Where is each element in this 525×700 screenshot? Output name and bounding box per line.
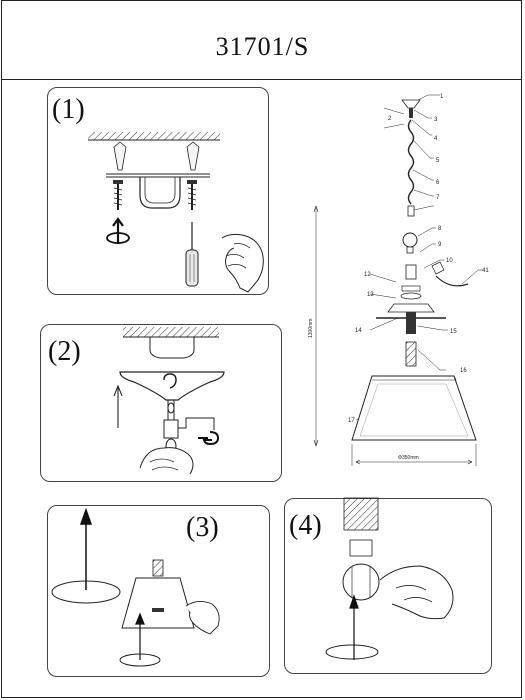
part-number-12: 12	[364, 272, 371, 278]
part-number-10: 10	[446, 258, 453, 264]
step-4-panel	[284, 498, 492, 674]
step-1-ceiling-drawing	[88, 132, 264, 293]
part-number-41: 41	[482, 268, 489, 274]
lamp-shade	[121, 577, 195, 629]
part-number-16: 16	[460, 368, 467, 374]
part-number-14: 14	[355, 328, 362, 334]
up-arrow	[113, 384, 123, 428]
wall-plug-right	[186, 141, 200, 171]
socket-ring	[405, 264, 417, 280]
up-arrow	[349, 594, 359, 660]
hand-icon	[185, 601, 220, 635]
bulb	[402, 232, 418, 248]
hand-icon	[379, 565, 454, 620]
step-4-bulb-drawing	[325, 497, 454, 660]
nut-rotate-icon	[198, 431, 220, 446]
step-4-label: (4)	[289, 510, 322, 541]
part-number-15: 15	[450, 329, 457, 335]
exploded-view	[313, 94, 482, 466]
wire	[435, 275, 469, 287]
part-number-3: 3	[434, 117, 438, 123]
hand-icon	[221, 233, 264, 293]
part-number-8: 8	[438, 226, 442, 232]
lamp-shade	[351, 375, 477, 441]
part-number-4: 4	[434, 136, 438, 142]
up-arrow	[79, 507, 93, 590]
part-number-9: 9	[438, 242, 442, 248]
height-dimension: 1300mm	[308, 319, 314, 338]
rotate-arrow	[106, 232, 130, 244]
step-3-shade-drawing	[51, 507, 220, 667]
up-arrow	[112, 217, 124, 244]
socket	[343, 497, 379, 531]
ceiling-hatch	[88, 132, 220, 140]
mounting-bracket	[139, 177, 181, 209]
canopy-hook	[163, 373, 177, 389]
screw-left	[113, 180, 123, 210]
step-3-panel	[47, 505, 270, 677]
header-divider	[1, 79, 522, 80]
shade-ring	[387, 303, 435, 313]
part-number-5: 5	[436, 158, 440, 164]
screwdriver	[185, 222, 199, 287]
step-2-canopy-drawing	[113, 327, 225, 475]
part-number-1: 1	[440, 94, 444, 100]
chain	[407, 119, 415, 205]
model-number: 31701/S	[215, 32, 310, 61]
step-1-panel	[47, 87, 269, 295]
step-3-label: (3)	[186, 512, 219, 543]
part-number-6: 6	[436, 180, 440, 186]
part-number-2: 2	[388, 116, 392, 122]
step-1-label: (1)	[52, 94, 85, 125]
bulb	[342, 563, 380, 601]
ceiling-canopy	[119, 371, 225, 401]
width-dimension: Φ350mm	[398, 455, 419, 461]
part-number-7: 7	[436, 195, 440, 201]
hand-icon	[139, 447, 194, 475]
socket	[405, 341, 417, 367]
screw-right	[187, 180, 197, 210]
step-2-panel	[40, 324, 282, 482]
step-2-label: (2)	[48, 336, 81, 367]
part-number-13: 13	[367, 292, 374, 298]
wall-plug-left	[113, 141, 127, 171]
part-number-17: 17	[348, 418, 355, 424]
